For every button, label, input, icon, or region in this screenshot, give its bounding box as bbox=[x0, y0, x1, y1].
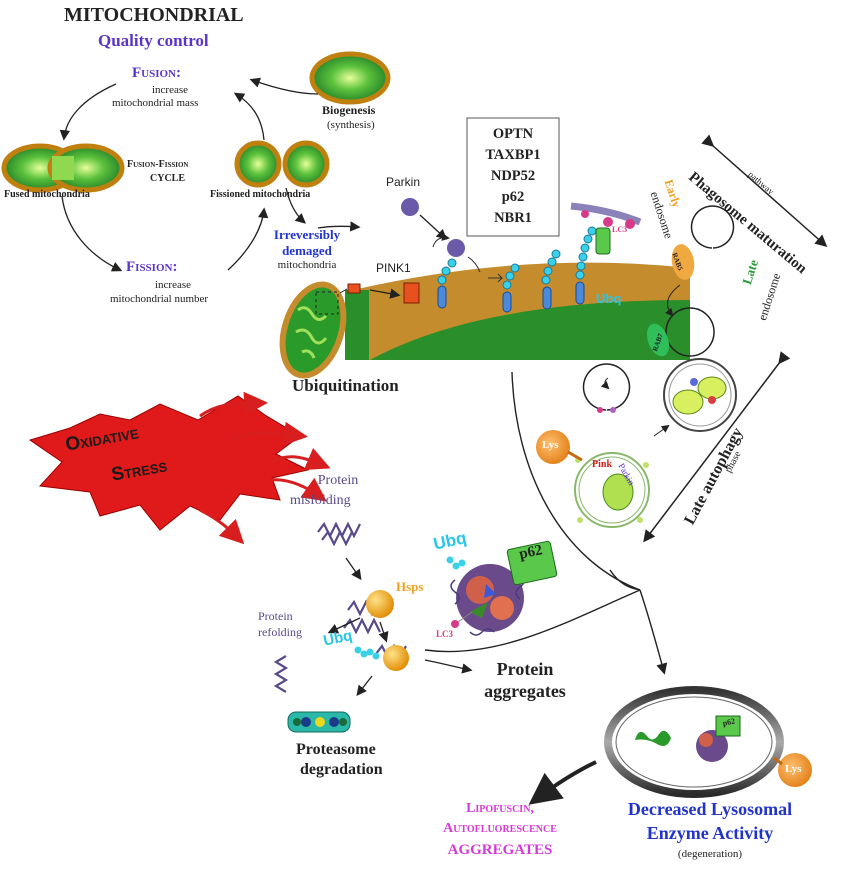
receptor-list: OPTN TAXBP1 NDP52 p62 NBR1 bbox=[467, 124, 559, 229]
damaged-mitochondrion bbox=[279, 281, 348, 379]
label-protein-misfolding-1: Protein bbox=[317, 473, 359, 488]
early-endosome bbox=[671, 205, 735, 280]
label-parkin: Parkin bbox=[386, 175, 421, 189]
label-protein-misfolding-2: misfolding bbox=[290, 493, 351, 508]
cycle-arrows bbox=[59, 77, 361, 272]
label-decreased-lysosomal: Decreased Lysosomal bbox=[627, 799, 793, 819]
label-autofluorescence: Autofluorescence bbox=[443, 821, 557, 836]
fusion-desc-1: increase bbox=[151, 84, 189, 96]
biogenesis-mitochondrion bbox=[309, 51, 391, 105]
label-lys-2: Lys bbox=[785, 763, 802, 775]
mitochondrial-membrane-panel bbox=[345, 262, 690, 360]
receptor-p62: p62 bbox=[501, 189, 525, 205]
proteasome bbox=[287, 711, 351, 733]
label-lys-1: Lys bbox=[542, 439, 559, 451]
late-autophagy-arrow bbox=[643, 351, 791, 543]
label-cycle: CYCLE bbox=[150, 173, 186, 184]
label-demaged: demaged bbox=[282, 243, 332, 258]
label-degradation: degradation bbox=[300, 761, 383, 778]
fused-mitochondria bbox=[1, 143, 125, 193]
label-ubiquitination: Ubiquitination bbox=[292, 376, 399, 395]
label-irreversibly: Irreversibly bbox=[273, 227, 341, 242]
phagophore bbox=[582, 363, 631, 413]
label-lc3-aggregate: LC3 bbox=[436, 629, 454, 639]
label-fission: Fission: bbox=[126, 259, 178, 275]
fissioned-mitochondria bbox=[234, 140, 330, 188]
label-fissioned-mitochondria: Fissioned mitochondria bbox=[210, 189, 311, 200]
label-damaged-mitochondria: mitochondria bbox=[277, 259, 337, 271]
fusion-desc-2: mitochondrial mass bbox=[112, 97, 199, 109]
fission-desc-2: mitochondrial number bbox=[110, 293, 209, 305]
label-lipofuscin: Lipofuscin, bbox=[466, 801, 534, 816]
label-degeneration: (degeneration) bbox=[677, 848, 743, 860]
label-fusion: Fusion: bbox=[132, 65, 181, 81]
label-lc3-top: LC3 bbox=[612, 225, 628, 234]
ubiquitin-chains bbox=[432, 202, 642, 313]
oxidative-stress-burst bbox=[28, 391, 331, 545]
autophagosome-mitochondria bbox=[663, 358, 737, 432]
title-quality-control: Quality control bbox=[98, 31, 209, 50]
fission-desc-1: increase bbox=[154, 279, 192, 291]
label-proteasome: Proteasome bbox=[296, 741, 376, 758]
protein-pathway-arrows bbox=[327, 557, 473, 697]
label-fusion-fission: Fusion-Fission bbox=[127, 159, 189, 170]
hsps-chaperones bbox=[366, 590, 409, 671]
receptor-nbr1: NBR1 bbox=[494, 210, 532, 226]
title-mitochondrial: MITOCHONDRIAL bbox=[64, 4, 244, 26]
label-synthesis: (synthesis) bbox=[327, 119, 375, 131]
label-hsps: Hsps bbox=[396, 579, 424, 594]
receptor-box bbox=[466, 117, 560, 237]
label-pink: Pink bbox=[592, 459, 613, 470]
residual-lysosome bbox=[604, 686, 812, 798]
label-biogenesis: Biogenesis bbox=[322, 103, 376, 117]
receptor-taxbp1: TAXBP1 bbox=[485, 147, 541, 163]
label-pink1: PINK1 bbox=[376, 261, 411, 275]
label-aggregates: AGGREGATES bbox=[447, 842, 553, 858]
label-ubq-top: Ubq bbox=[596, 291, 622, 306]
parkin-protein bbox=[401, 198, 465, 257]
label-fused-mitochondria: Fused mitochondria bbox=[4, 189, 90, 200]
pink1-boxes bbox=[347, 282, 420, 304]
label-protein-aggregates-2: aggregates bbox=[484, 681, 566, 701]
pathway-convergence bbox=[424, 371, 668, 675]
receptor-ndp52: NDP52 bbox=[490, 168, 536, 184]
phagosome-arrow bbox=[701, 134, 828, 247]
label-protein-refolding-2: refolding bbox=[258, 625, 302, 639]
label-protein-aggregates-1: Protein bbox=[496, 659, 554, 679]
protein-aggregate bbox=[446, 540, 558, 636]
lipofuscin-arrow bbox=[528, 760, 597, 805]
receptor-optn: OPTN bbox=[492, 126, 534, 142]
label-enzyme-activity: Enzyme Activity bbox=[646, 823, 774, 843]
ubiquitin-mid bbox=[354, 646, 380, 660]
label-protein-refolding-1: Protein bbox=[258, 609, 293, 623]
